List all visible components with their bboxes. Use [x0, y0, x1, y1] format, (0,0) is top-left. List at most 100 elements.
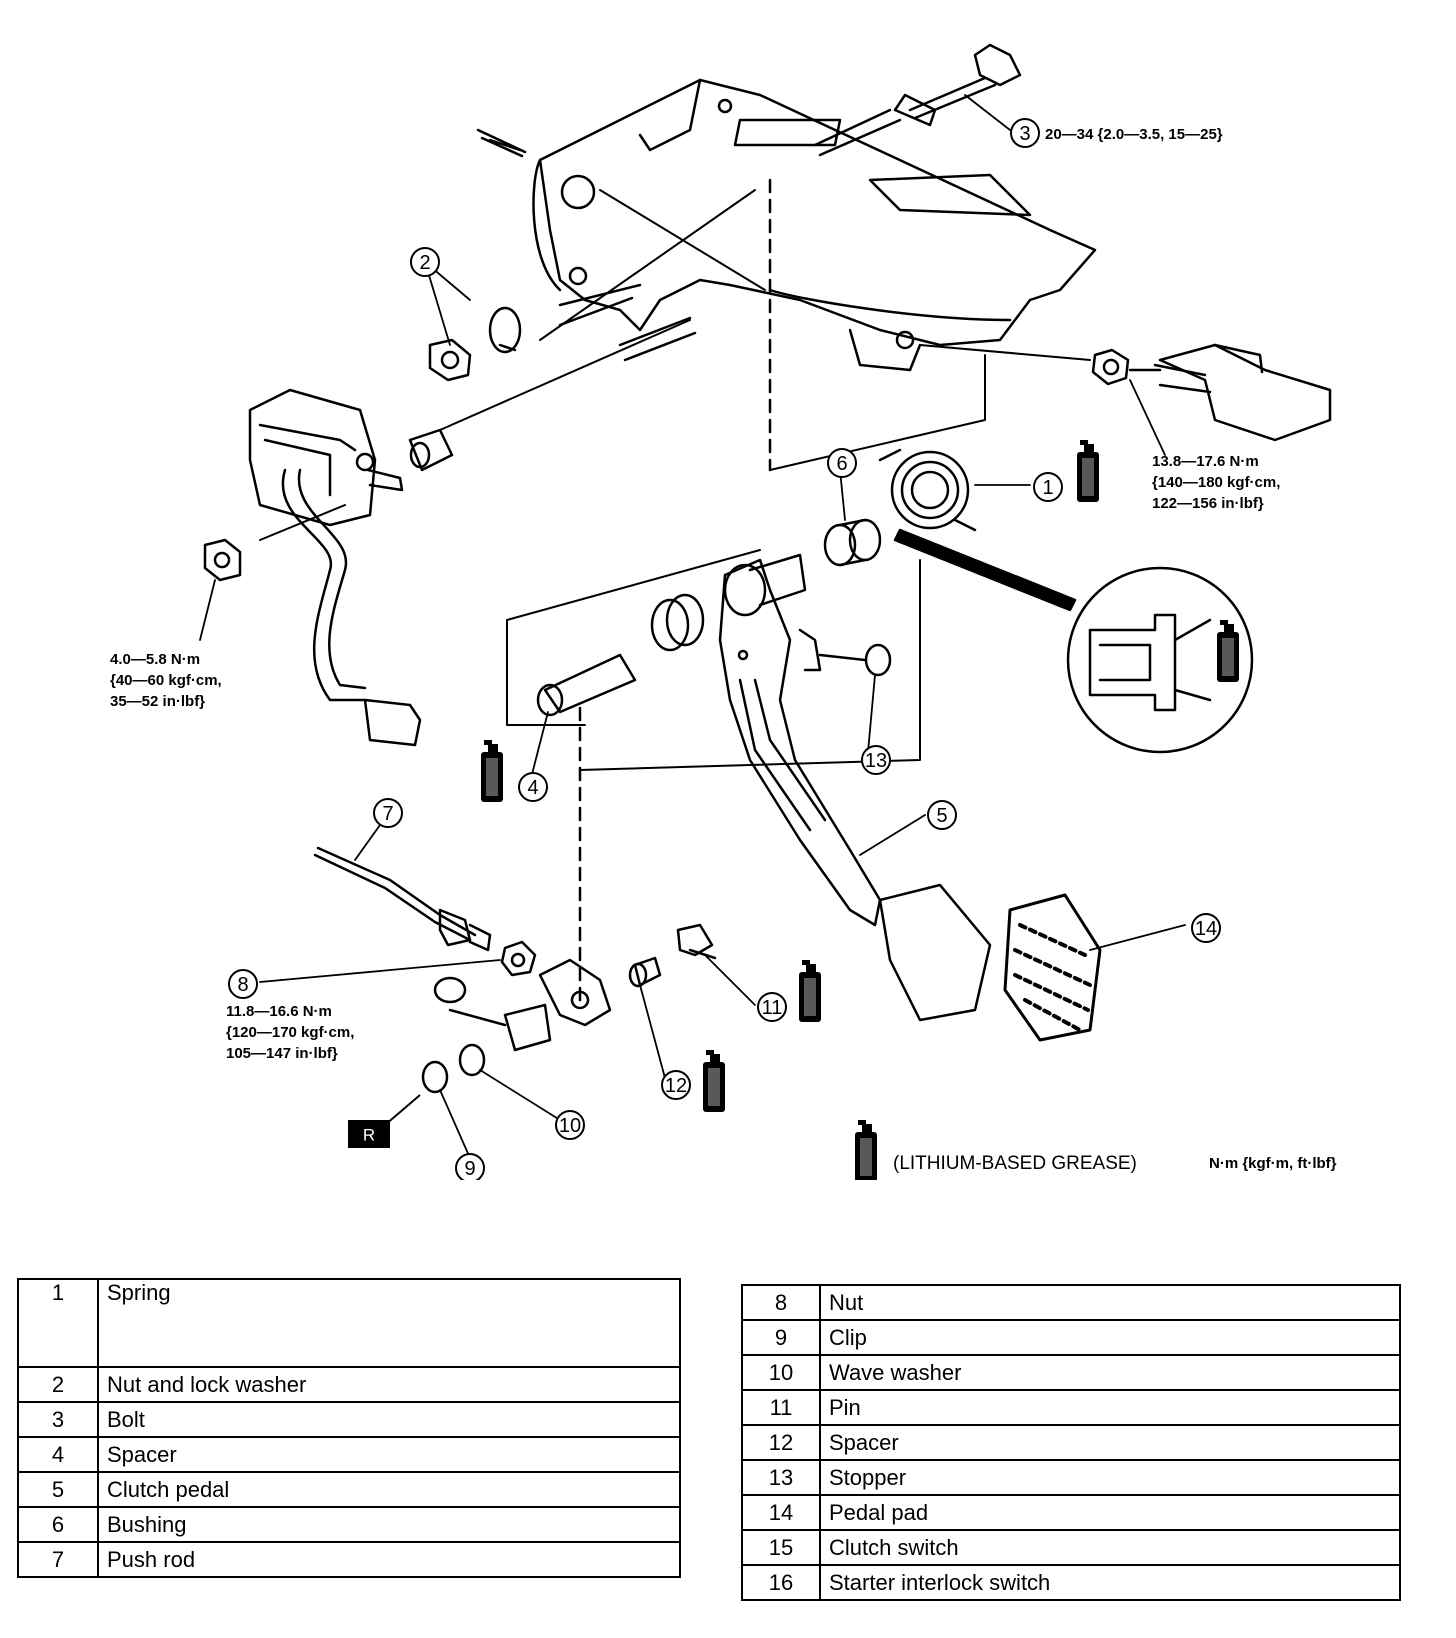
- spacer: [536, 593, 705, 717]
- table-row: 11 Pin: [741, 1389, 1401, 1426]
- leader-lines: [199, 94, 1186, 1159]
- callout-circle: [827, 448, 857, 478]
- wave-washer: [458, 1043, 486, 1077]
- part-name: Spacer: [819, 1424, 1401, 1461]
- part-name: Stopper: [819, 1459, 1401, 1496]
- callout-circle: [1191, 913, 1221, 943]
- part-name: Pedal pad: [819, 1494, 1401, 1531]
- replace-badge: [348, 1120, 390, 1148]
- callout-label-5: 5: [936, 805, 947, 827]
- callout-label-13: 13: [865, 750, 887, 772]
- pin-spacer: [628, 923, 717, 988]
- exploded-view-diagram: 1 2 3 4 5 6 7 8 9 10 11 12 13 14 20—34 {…: [110, 43, 1337, 1180]
- part-number: 7: [17, 1541, 99, 1578]
- callout-circle: [861, 745, 891, 775]
- callout-label-6: 6: [836, 453, 847, 475]
- table-row: 9 Clip: [741, 1319, 1401, 1356]
- push-rod-nut: [500, 940, 537, 977]
- part-name: Wave washer: [819, 1354, 1401, 1391]
- table-row: 3 Bolt: [17, 1401, 681, 1438]
- switch-nut-torque-line-1: 13.8—17.6 N·m: [1152, 453, 1259, 470]
- parts-table-left: 1 Spring 2 Nut and lock washer 3 Bolt 4 …: [17, 1278, 681, 1578]
- table-row: 7 Push rod: [17, 1541, 681, 1578]
- torque-units-legend: N·m {kgf·m, ft·lbf}: [1209, 1155, 1337, 1172]
- part-number: 9: [741, 1319, 821, 1356]
- part-name: Starter interlock switch: [819, 1564, 1401, 1601]
- callout-circle: [1033, 472, 1063, 502]
- grease-can-icon: [481, 740, 503, 802]
- clevis: [433, 958, 612, 1052]
- bolt-torque-spec: 20—34 {2.0—3.5, 15—25}: [1045, 126, 1223, 143]
- table-row: 10 Wave washer: [741, 1354, 1401, 1391]
- part-number: 8: [741, 1284, 821, 1321]
- part-number: 1: [17, 1278, 99, 1368]
- grease-can-icon: [1077, 440, 1099, 502]
- part-number: 10: [741, 1354, 821, 1391]
- callout-circle: [228, 969, 258, 999]
- callout-circle: [373, 798, 403, 828]
- bolt: [813, 43, 1022, 157]
- part-number: 4: [17, 1436, 99, 1473]
- replace-badge-label: R: [363, 1126, 375, 1145]
- callout-label-1: 1: [1042, 477, 1053, 499]
- stopper: [818, 643, 892, 677]
- table-row: 8 Nut: [741, 1284, 1401, 1321]
- part-name: Pin: [819, 1389, 1401, 1426]
- table-row: 4 Spacer: [17, 1436, 681, 1473]
- callout-label-11: 11: [762, 997, 783, 1019]
- clutch-pedal: [718, 553, 992, 1022]
- part-number: 5: [17, 1471, 99, 1508]
- table-row: 5 Clutch pedal: [17, 1471, 681, 1508]
- grease-can-icon: [703, 1050, 725, 1112]
- callout-circle: [518, 772, 548, 802]
- table-row: 12 Spacer: [741, 1424, 1401, 1461]
- callout-label-8: 8: [237, 974, 248, 996]
- part-name: Spring: [97, 1278, 681, 1368]
- table-row: 1 Spring: [17, 1278, 681, 1368]
- part-name: Clip: [819, 1319, 1401, 1356]
- table-row: 16 Starter interlock switch: [741, 1564, 1401, 1601]
- part-name: Clutch pedal: [97, 1471, 681, 1508]
- callout-circle: [757, 992, 787, 1022]
- callout-label-10: 10: [559, 1115, 581, 1137]
- clutch-switch: [248, 388, 422, 747]
- part-number: 13: [741, 1459, 821, 1496]
- spacer-left: [408, 428, 454, 472]
- connector-nut-torque-line-1: 4.0—5.8 N·m: [110, 651, 200, 668]
- bushing: [823, 518, 882, 567]
- parts-table-right: 8 Nut 9 Clip 10 Wave washer 11 Pin 12 Sp…: [741, 1284, 1401, 1601]
- callout-label-14: 14: [1195, 918, 1217, 940]
- part-number: 2: [17, 1366, 99, 1403]
- switch-nut-torque-line-3: 122—156 in·lbf}: [1152, 495, 1264, 512]
- callout-circle: [1010, 118, 1040, 148]
- part-number: 14: [741, 1494, 821, 1531]
- callout-label-3: 3: [1019, 123, 1030, 145]
- part-name: Bushing: [97, 1506, 681, 1543]
- push-rod-nut-torque-line-1: 11.8—16.6 N·m: [226, 1003, 332, 1020]
- push-rod-nut-torque-line-3: 105—147 in·lbf}: [226, 1045, 338, 1062]
- table-row: 14 Pedal pad: [741, 1494, 1401, 1531]
- assembly-guide-lines: [578, 178, 772, 1002]
- part-number: 6: [17, 1506, 99, 1543]
- connector-nut-torque-line-2: {40—60 kgf·cm,: [110, 672, 222, 689]
- callout-label-12: 12: [665, 1075, 687, 1097]
- callout-circle: [410, 247, 440, 277]
- switch-nut-torque-line-2: {140—180 kgf·cm,: [1152, 474, 1280, 491]
- push-rod: [313, 846, 492, 952]
- table-row: 2 Nut and lock washer: [17, 1366, 681, 1403]
- callout-circle: [555, 1110, 585, 1140]
- pedal-pad: [1003, 893, 1102, 1042]
- connector-nut: [203, 538, 242, 582]
- part-name: Nut and lock washer: [97, 1366, 681, 1403]
- bushing-detail-callout: [893, 528, 1254, 754]
- table-row: 13 Stopper: [741, 1459, 1401, 1496]
- callout-label-4: 4: [527, 777, 538, 799]
- nut-and-lock-washer: [428, 306, 522, 382]
- grease-can-icon: [799, 960, 821, 1022]
- callout-circle: [661, 1070, 691, 1100]
- spring: [878, 448, 977, 532]
- pedal-bracket: [476, 78, 1097, 372]
- part-number: 16: [741, 1564, 821, 1601]
- table-row: 6 Bushing: [17, 1506, 681, 1543]
- callout-label-9: 9: [464, 1158, 475, 1180]
